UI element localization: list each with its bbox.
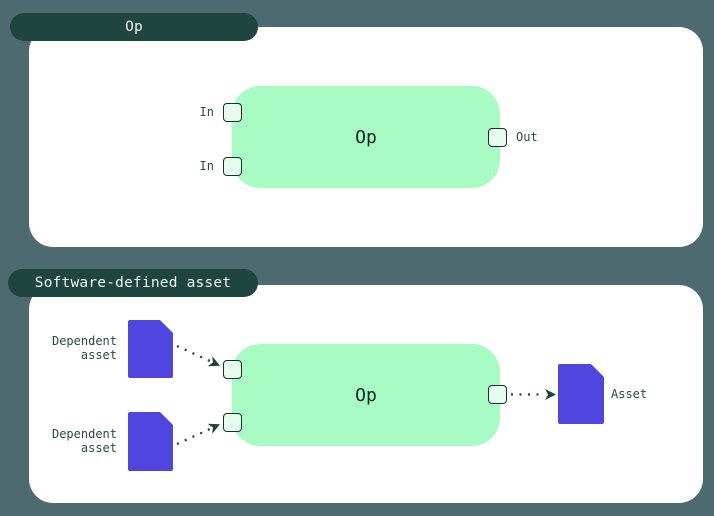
op-node-label: Op (355, 384, 377, 406)
input-port (223, 103, 242, 122)
tab-software-defined-asset: Software-defined asset (8, 269, 258, 297)
input-port-label: In (199, 105, 214, 119)
asset-label: Asset (611, 387, 648, 401)
input-port (223, 360, 242, 379)
output-port-label: Out (516, 130, 538, 144)
dependent-asset-icon (128, 412, 173, 471)
op-node-label: Op (355, 126, 377, 148)
output-port (488, 128, 507, 147)
input-port (223, 413, 242, 432)
input-port-label: In (199, 159, 214, 173)
op-node: Op (232, 86, 500, 188)
output-port (488, 385, 507, 404)
tab-sda-label: Software-defined asset (34, 275, 232, 291)
dependent-asset-label: Dependent asset (51, 427, 117, 455)
dependent-asset-icon (128, 320, 173, 378)
asset-icon (558, 364, 604, 424)
input-port (223, 157, 242, 176)
tab-op-label: Op (125, 19, 143, 35)
dependent-asset-label: Dependent asset (51, 334, 117, 362)
tab-op: Op (10, 13, 258, 41)
op-node: Op (232, 344, 500, 446)
